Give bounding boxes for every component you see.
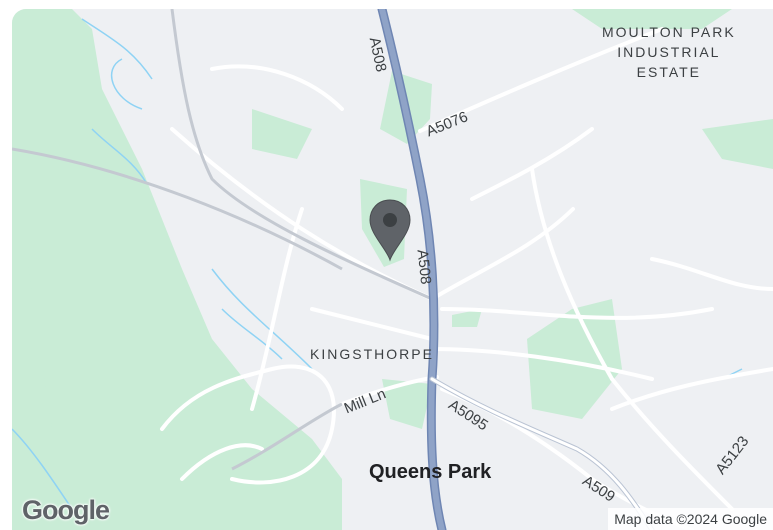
google-logo[interactable]: Google bbox=[22, 495, 110, 525]
map-canvas bbox=[12, 9, 773, 530]
map-attribution[interactable]: Map data ©2024 Google bbox=[608, 508, 773, 530]
secondary-roads bbox=[12, 9, 433, 471]
park-areas bbox=[12, 9, 773, 530]
road-label-a508-mid: A508 bbox=[413, 248, 435, 286]
district-moulton-text: MOULTON PARK INDUSTRIAL ESTATE bbox=[602, 24, 736, 80]
district-label-moulton-park: MOULTON PARK INDUSTRIAL ESTATE bbox=[602, 22, 736, 82]
district-label-kingsthorpe: KINGSTHORPE bbox=[310, 346, 434, 362]
water-lines bbox=[12, 18, 743, 510]
place-label-queens-park: Queens Park bbox=[369, 461, 492, 483]
map-viewport[interactable]: MOULTON PARK INDUSTRIAL ESTATE KINGSTHOR… bbox=[12, 9, 773, 530]
major-road-a5095 bbox=[429, 376, 655, 530]
map-pin-shape bbox=[369, 199, 411, 262]
major-road-a508 bbox=[377, 9, 447, 530]
